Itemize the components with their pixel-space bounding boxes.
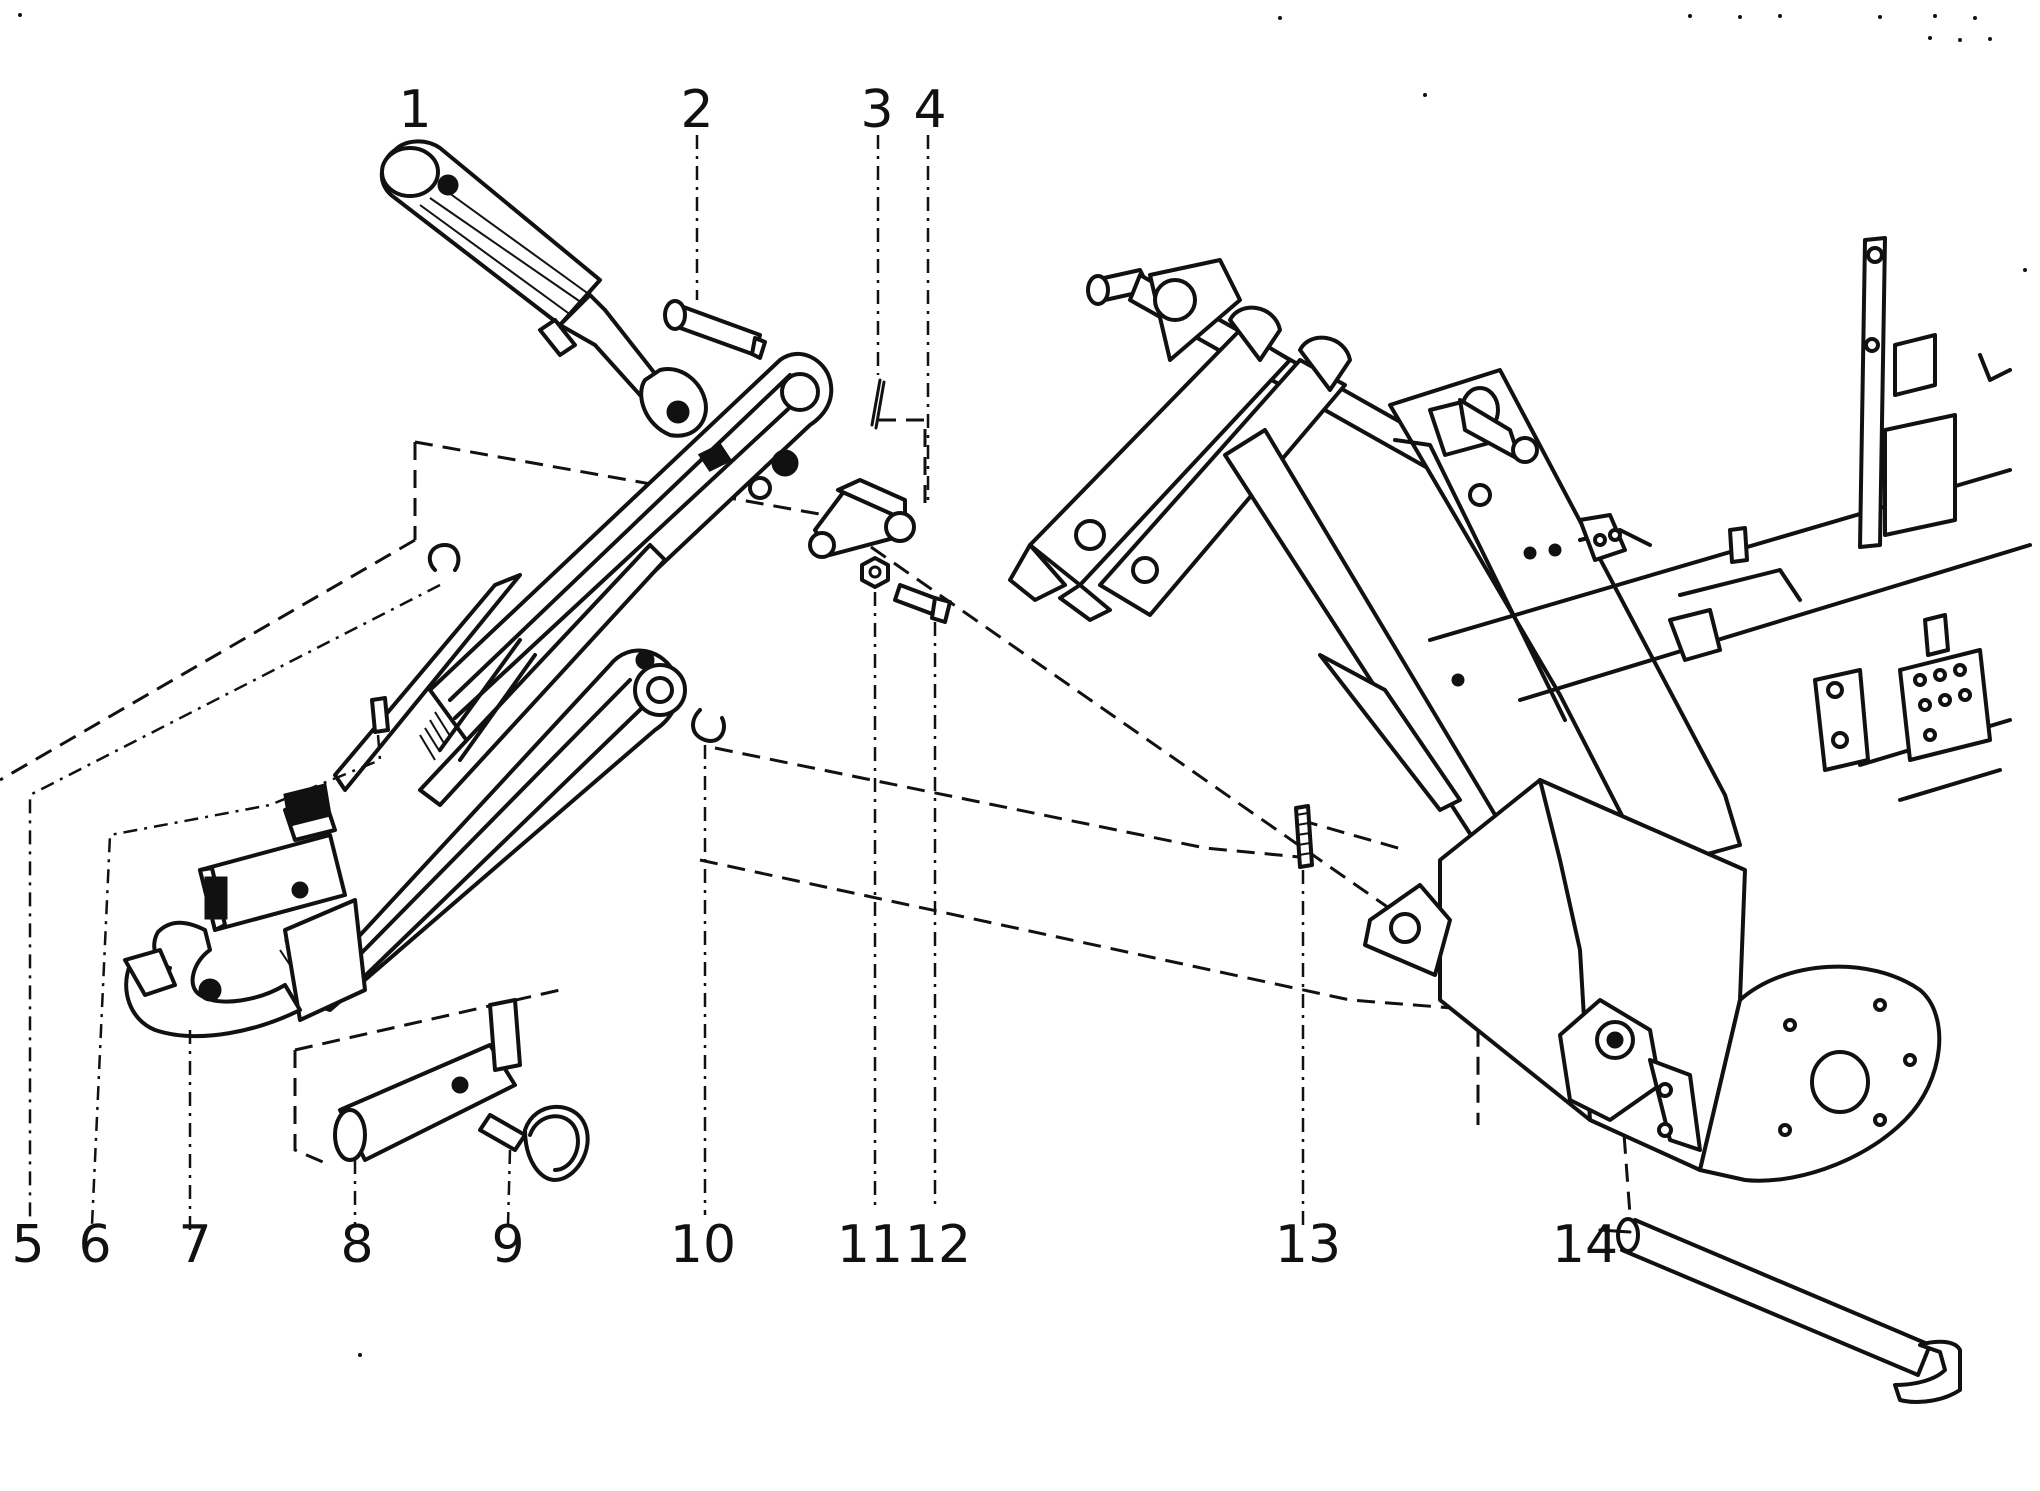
label-1: 1 [398, 80, 431, 140]
label-6: 6 [78, 1215, 111, 1275]
label-13: 13 [1275, 1215, 1341, 1275]
part-13-stud [1294, 804, 1314, 1225]
part-14-long-pin [1598, 1217, 1962, 1404]
part-5-snap-ring [28, 543, 461, 1220]
label-2: 2 [680, 80, 713, 140]
part-9-lynch-pin [478, 1104, 590, 1226]
part-labels: 1 2 3 4 5 6 7 8 9 10 11 12 13 14 [11, 80, 1618, 1275]
part-1-hydraulic-cylinder [379, 139, 708, 438]
label-11: 11 [837, 1215, 903, 1275]
part-4-link-bracket [808, 135, 930, 559]
label-5: 5 [11, 1215, 44, 1275]
part-3-cotter-pin [870, 135, 886, 430]
part-8-locking-pin [333, 998, 522, 1225]
label-8: 8 [340, 1215, 373, 1275]
assembly-lines [0, 418, 1632, 1216]
label-12: 12 [905, 1215, 971, 1275]
part-6-spring-pin [90, 696, 390, 1226]
label-3: 3 [860, 80, 893, 140]
label-10: 10 [670, 1215, 736, 1275]
tractor-frame-assembly [1008, 236, 2032, 1183]
scan-specks [18, 13, 2027, 1357]
part-11-nut [860, 556, 890, 1205]
label-7: 7 [178, 1215, 211, 1275]
label-14: 14 [1552, 1215, 1618, 1275]
part-10-snap-ring [691, 708, 726, 1215]
part-7-lift-arm [123, 352, 834, 1230]
label-9: 9 [491, 1215, 524, 1275]
part-12-bolt [893, 583, 952, 1205]
part-2-pin [663, 135, 767, 360]
label-4: 4 [913, 80, 946, 140]
